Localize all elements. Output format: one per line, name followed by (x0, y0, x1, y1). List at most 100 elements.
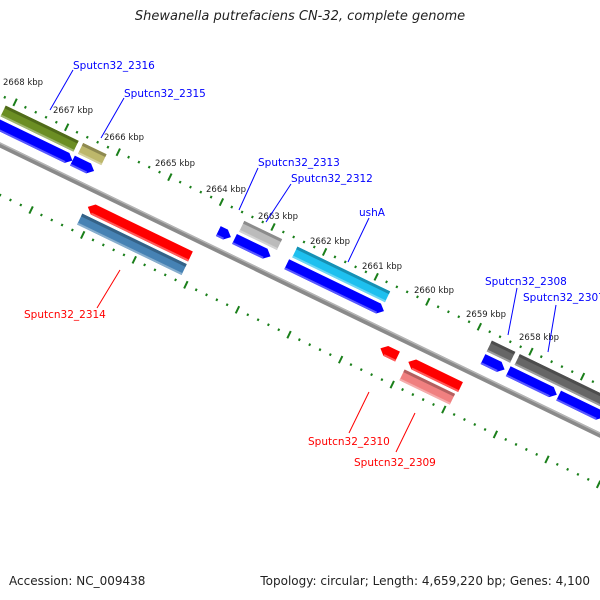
gene-label[interactable]: Sputcn32_2312 (291, 173, 373, 185)
cds-2308[interactable] (480, 354, 507, 374)
gene-label[interactable]: Sputcn32_2310 (308, 436, 390, 448)
kbp-label: 2661 kbp (362, 262, 402, 272)
backbone-highlight (0, 99, 600, 493)
minor-tick (34, 110, 38, 114)
major-tick (337, 355, 344, 364)
minor-tick (504, 437, 508, 441)
minor-tick (39, 213, 43, 217)
minor-tick (250, 215, 254, 219)
minor-tick (535, 452, 539, 456)
minor-tick (178, 180, 182, 184)
minor-tick (508, 340, 512, 344)
cds-2309[interactable] (406, 357, 463, 393)
gene-sputcn32-2307[interactable] (514, 354, 600, 427)
gene-sputcn32-2314[interactable] (77, 213, 187, 275)
minor-tick (457, 315, 461, 319)
major-tick (270, 222, 276, 232)
minor-tick (60, 223, 64, 227)
major-tick (595, 480, 600, 489)
minor-tick (364, 270, 368, 274)
major-tick (441, 405, 447, 414)
minor-tick (147, 165, 151, 169)
gene-sputcn32-2313[interactable] (239, 220, 283, 250)
callout-g2310[interactable]: Sputcn32_2310 (308, 391, 390, 448)
cds-2307b[interactable] (556, 390, 600, 423)
gene-label[interactable]: ushA (359, 207, 386, 219)
kbp-label: 2665 kbp (155, 159, 195, 169)
gene-sputcn32-2309[interactable] (399, 369, 456, 405)
cds-2312[interactable] (215, 226, 233, 242)
minor-tick (514, 442, 518, 446)
gene-label[interactable]: Sputcn32_2314 (24, 309, 106, 321)
callout-ushA[interactable]: ushA (347, 207, 386, 263)
callout-g2313[interactable]: Sputcn32_2313 (238, 157, 340, 211)
callout-g2314[interactable]: Sputcn32_2314 (24, 269, 121, 321)
callout-g2316[interactable]: Sputcn32_2316 (49, 60, 155, 111)
gene-usha[interactable] (292, 246, 391, 303)
major-tick (183, 280, 189, 289)
kbp-label: 2666 kbp (104, 133, 144, 143)
gene-callouts: Sputcn32_2316Sputcn32_2315Sputcn32_2313S… (24, 60, 600, 469)
minor-tick (122, 253, 126, 257)
major-tick (115, 148, 121, 157)
major-tick (425, 297, 431, 306)
cds-2310[interactable] (378, 343, 400, 362)
minor-tick (281, 230, 285, 234)
minor-tick (112, 248, 116, 252)
cds-2307a[interactable] (505, 366, 559, 399)
minor-tick (560, 365, 564, 369)
minor-tick (189, 185, 192, 189)
callout-line (347, 217, 370, 263)
gene-label[interactable]: Sputcn32_2313 (258, 157, 340, 169)
minor-tick (127, 155, 131, 159)
gene-label[interactable]: Sputcn32_2316 (73, 60, 155, 72)
cds-2314[interactable] (85, 202, 193, 262)
cds-2315[interactable] (70, 155, 96, 176)
cds-2313[interactable] (232, 233, 273, 261)
minor-tick (240, 210, 244, 214)
gene-label[interactable]: Sputcn32_2307 (523, 292, 600, 304)
minor-tick (328, 353, 332, 357)
gene-label[interactable]: Sputcn32_2315 (124, 88, 206, 100)
minor-tick (174, 278, 177, 282)
minor-tick (225, 303, 229, 307)
callout-g2315[interactable]: Sputcn32_2315 (100, 88, 206, 139)
gene-sputcn32-2315[interactable] (77, 142, 107, 166)
callout-g2312[interactable]: Sputcn32_2312 (265, 173, 373, 223)
minor-tick (312, 245, 316, 249)
minor-tick (256, 318, 260, 322)
gene-label[interactable]: Sputcn32_2309 (354, 457, 436, 469)
gene-label[interactable]: Sputcn32_2308 (485, 276, 567, 288)
minor-tick (524, 447, 528, 451)
gene-sputcn32-2316[interactable] (0, 105, 79, 152)
gene-sputcn32-2308[interactable] (486, 340, 516, 363)
major-tick (389, 380, 395, 389)
minor-tick (488, 330, 492, 334)
callout-line (507, 287, 518, 336)
callout-line (348, 391, 370, 434)
minor-tick (555, 462, 559, 466)
minor-tick (277, 328, 281, 332)
callout-line (395, 412, 416, 453)
callout-line (96, 269, 121, 309)
cds-2316[interactable] (0, 119, 75, 165)
minor-tick (447, 310, 450, 314)
callout-line (49, 69, 74, 111)
callout-g2307[interactable]: Sputcn32_2307 (523, 292, 600, 353)
minor-tick (354, 265, 357, 269)
cds-usha[interactable] (284, 259, 386, 316)
minor-tick (550, 360, 554, 364)
map-title: Shewanella putrefaciens CN-32, complete … (134, 9, 466, 24)
minor-tick (297, 338, 301, 342)
major-tick (373, 272, 379, 281)
minor-tick (385, 280, 388, 284)
callout-g2308[interactable]: Sputcn32_2308 (485, 276, 567, 336)
callout-line (100, 97, 125, 139)
callout-g2309[interactable]: Sputcn32_2309 (354, 412, 436, 469)
major-tick (234, 305, 241, 314)
minor-tick (23, 105, 27, 109)
major-tick (80, 230, 86, 239)
minor-tick (380, 378, 384, 382)
